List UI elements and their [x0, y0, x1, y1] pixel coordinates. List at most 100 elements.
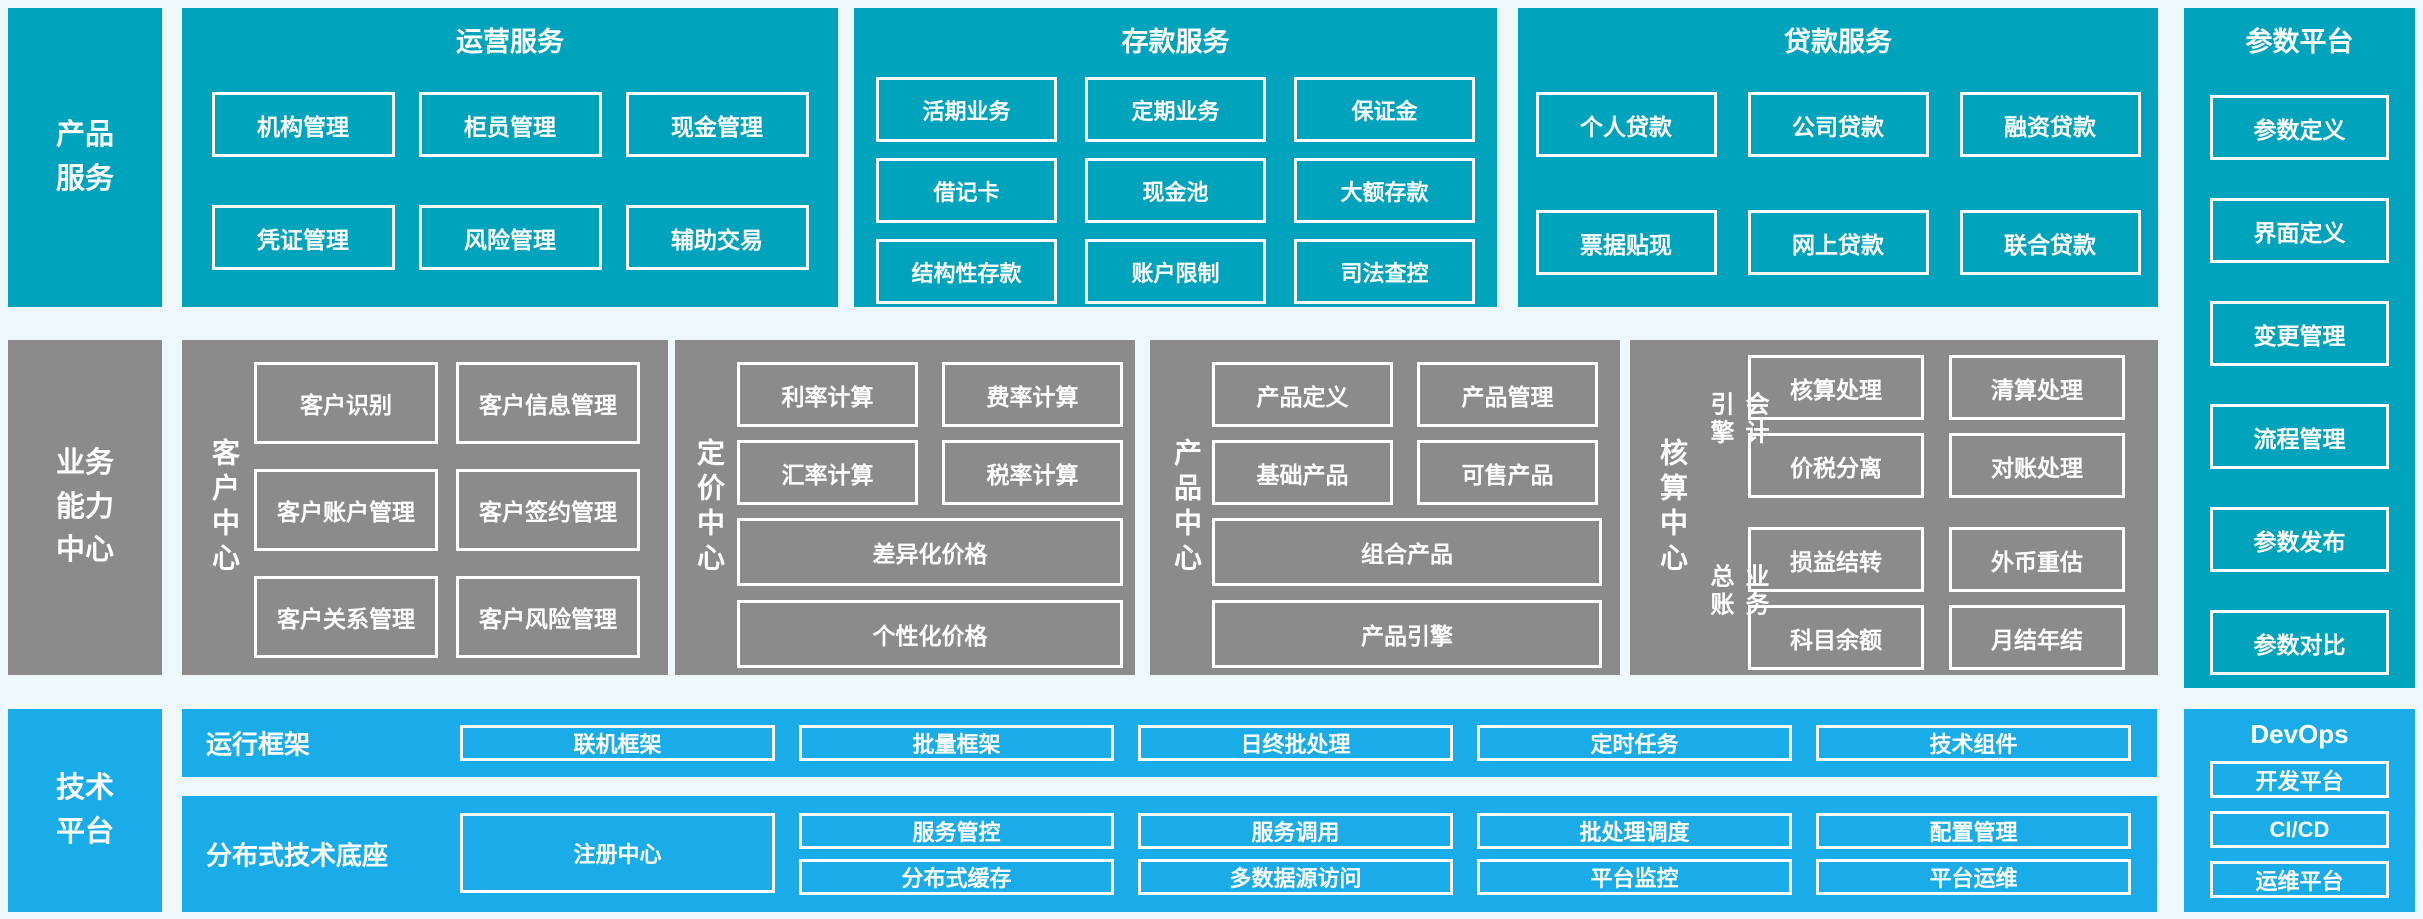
rail-technology-platform: 技术 平台 [8, 709, 162, 912]
operations-box: 机构管理 [211, 92, 395, 157]
section-devops: DevOps 开发平台 CI/CD 运维平台 [2184, 709, 2415, 912]
section-runtime-framework: 运行框架 联机框架 批量框架 日终批处理 定时任务 技术组件 [182, 709, 2157, 777]
rail-business-capability-center: 业务 能力 中心 [8, 340, 162, 675]
distributed-base-grid: 服务管控 服务调用 批处理调度 配置管理 分布式缓存 多数据源访问 平台监控 平… [799, 813, 2131, 895]
product-box-wide: 产品引擎 [1212, 600, 1602, 668]
runtime-framework-label: 运行框架 [206, 729, 311, 760]
deposit-box: 定期业务 [1085, 77, 1266, 142]
accounting-box: 核算处理 [1748, 355, 1924, 420]
parameter-box: 参数对比 [2210, 610, 2389, 675]
distributed-box: 配置管理 [1816, 813, 2131, 849]
operations-title: 运营服务 [456, 27, 564, 57]
accounting-group-engine: 会计引擎 核算处理 清算处理 价税分离 对账处理 [1630, 355, 2158, 498]
operations-grid: 机构管理 柜员管理 现金管理 凭证管理 风险管理 辅助交易 [182, 92, 838, 270]
loan-box: 票据贴现 [1535, 210, 1717, 275]
devops-box: CI/CD [2210, 811, 2389, 848]
section-pricing-center: 定价中心 利率计算 费率计算 汇率计算 税率计算 差异化价格 个性化价格 [675, 340, 1135, 675]
distributed-box: 批处理调度 [1477, 813, 1792, 849]
distributed-box: 分布式缓存 [799, 859, 1114, 895]
customer-box: 客户签约管理 [456, 469, 640, 551]
accounting-box: 损益结转 [1748, 527, 1924, 592]
deposit-grid: 活期业务 定期业务 保证金 借记卡 现金池 大额存款 结构性存款 账户限制 司法… [854, 77, 1497, 304]
loan-box: 联合贷款 [1959, 210, 2141, 275]
rail-product-services: 产品 服务 [8, 8, 162, 307]
distributed-box: 平台运维 [1816, 859, 2131, 895]
deposit-box: 司法查控 [1294, 239, 1475, 304]
runtime-box: 批量框架 [799, 725, 1114, 761]
accounting-group-ledger: 业务总账 损益结转 外币重估 科目余额 月结年结 [1630, 527, 2158, 670]
loan-box: 网上贷款 [1747, 210, 1929, 275]
registry-center-box: 注册中心 [460, 813, 775, 893]
product-box-wide: 组合产品 [1212, 518, 1602, 586]
business-ledger-grid: 损益结转 外币重估 科目余额 月结年结 [1748, 527, 2125, 670]
product-box: 基础产品 [1212, 440, 1393, 505]
pricing-center-grid: 利率计算 费率计算 汇率计算 税率计算 差异化价格 个性化价格 [737, 362, 1123, 682]
section-product-center: 产品中心 产品定义 产品管理 基础产品 可售产品 组合产品 产品引擎 [1150, 340, 1620, 675]
section-operations-services: 运营服务 机构管理 柜员管理 现金管理 凭证管理 风险管理 辅助交易 [182, 8, 838, 307]
customer-box: 客户账户管理 [254, 469, 438, 551]
section-parameter-platform: 参数平台 参数定义 界面定义 变更管理 流程管理 参数发布 参数对比 [2184, 8, 2415, 688]
product-box: 产品定义 [1212, 362, 1393, 427]
accounting-box: 月结年结 [1949, 605, 2125, 670]
deposit-box: 活期业务 [876, 77, 1057, 142]
section-distributed-base: 分布式技术底座 注册中心 服务管控 服务调用 批处理调度 配置管理 分布式缓存 … [182, 796, 2157, 912]
section-customer-center: 客户中心 客户识别 客户信息管理 客户账户管理 客户签约管理 客户关系管理 客户… [182, 340, 668, 675]
pricing-box: 利率计算 [737, 362, 918, 427]
pricing-box-wide: 个性化价格 [737, 600, 1123, 668]
runtime-box: 定时任务 [1477, 725, 1792, 761]
devops-title: DevOps [2250, 719, 2349, 749]
runtime-box: 联机框架 [460, 725, 775, 761]
distributed-box: 多数据源访问 [1138, 859, 1453, 895]
customer-box: 客户风险管理 [456, 576, 640, 658]
section-accounting-center: 核算中心 会计引擎 核算处理 清算处理 价税分离 对账处理 业务总账 损益结转 … [1630, 340, 2158, 675]
operations-box: 凭证管理 [211, 205, 395, 270]
runtime-box: 技术组件 [1816, 725, 2131, 761]
customer-center-label: 客户中心 [209, 437, 240, 578]
loan-grid: 个人贷款 公司贷款 融资贷款 票据贴现 网上贷款 联合贷款 [1518, 92, 2158, 275]
accounting-box: 清算处理 [1949, 355, 2125, 420]
pricing-box: 费率计算 [942, 362, 1123, 427]
parameter-box: 参数发布 [2210, 507, 2389, 572]
deposit-box: 账户限制 [1085, 239, 1266, 304]
product-center-grid: 产品定义 产品管理 基础产品 可售产品 组合产品 产品引擎 [1212, 362, 1602, 682]
parameter-platform-list: 参数定义 界面定义 变更管理 流程管理 参数发布 参数对比 [2184, 95, 2415, 675]
pricing-center-label: 定价中心 [694, 437, 725, 578]
parameter-box: 变更管理 [2210, 301, 2389, 366]
pricing-box-wide: 差异化价格 [737, 518, 1123, 586]
deposit-box: 保证金 [1294, 77, 1475, 142]
operations-box: 辅助交易 [625, 205, 809, 270]
operations-box: 现金管理 [625, 92, 809, 157]
accounting-box: 对账处理 [1949, 433, 2125, 498]
loan-title: 贷款服务 [1784, 27, 1892, 57]
loan-box: 公司贷款 [1747, 92, 1929, 157]
deposit-title: 存款服务 [1121, 27, 1230, 57]
distributed-box: 服务调用 [1138, 813, 1453, 849]
operations-box: 风险管理 [418, 205, 602, 270]
accounting-box: 价税分离 [1748, 433, 1924, 498]
customer-box: 客户信息管理 [456, 362, 640, 444]
runtime-framework-grid: 联机框架 批量框架 日终批处理 定时任务 技术组件 [460, 725, 2131, 761]
parameter-platform-title: 参数平台 [2245, 27, 2354, 57]
loan-box: 融资贷款 [1959, 92, 2141, 157]
runtime-box: 日终批处理 [1138, 725, 1453, 761]
accounting-engine-grid: 核算处理 清算处理 价税分离 对账处理 [1748, 355, 2125, 498]
accounting-box: 外币重估 [1949, 527, 2125, 592]
product-center-label: 产品中心 [1171, 437, 1202, 578]
distributed-box: 平台监控 [1477, 859, 1792, 895]
distributed-box: 服务管控 [799, 813, 1114, 849]
accounting-center-label: 核算中心 [1657, 437, 1688, 578]
deposit-box: 结构性存款 [876, 239, 1057, 304]
customer-box: 客户关系管理 [254, 576, 438, 658]
parameter-box: 流程管理 [2210, 404, 2389, 469]
product-box: 可售产品 [1417, 440, 1598, 505]
deposit-box: 借记卡 [876, 158, 1057, 223]
business-ledger-label: 业务总账 [1706, 562, 1768, 619]
loan-box: 个人贷款 [1535, 92, 1717, 157]
section-deposit-services: 存款服务 活期业务 定期业务 保证金 借记卡 现金池 大额存款 结构性存款 账户… [854, 8, 1497, 307]
distributed-base-label: 分布式技术底座 [206, 840, 389, 871]
product-box: 产品管理 [1417, 362, 1598, 427]
devops-box: 开发平台 [2210, 761, 2389, 798]
devops-list: 开发平台 CI/CD 运维平台 [2184, 761, 2415, 898]
deposit-box: 现金池 [1085, 158, 1266, 223]
